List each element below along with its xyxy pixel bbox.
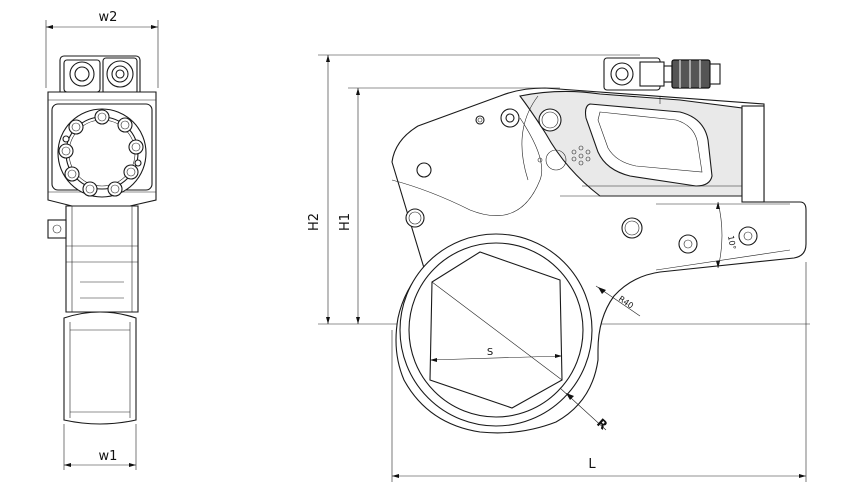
- r40-label: R40: [617, 294, 635, 310]
- side-housing: [47, 91, 157, 207]
- h2-label: H2: [307, 213, 322, 231]
- w2-dimension: w2: [45, 10, 159, 88]
- h1-dimension: H1: [338, 87, 560, 324]
- front-connector: [603, 57, 721, 104]
- h1-label: H1: [338, 213, 353, 231]
- side-lower-body: [47, 205, 139, 313]
- front-view: H2 H1: [307, 54, 810, 482]
- swivel-connector: [59, 55, 141, 97]
- bolt-ring: [58, 109, 144, 197]
- l-dimension: L: [391, 262, 807, 482]
- pin-hole: [475, 115, 485, 125]
- w1-dimension: w1: [63, 424, 137, 470]
- hex-socket: S: [399, 233, 593, 427]
- l-label: L: [588, 457, 596, 472]
- r-label: R: [594, 416, 610, 433]
- side-view: w2: [45, 10, 159, 470]
- s-label: S: [487, 347, 493, 358]
- w1-label: w1: [99, 449, 118, 464]
- side-ratchet-head: [63, 311, 137, 425]
- vent-holes: [571, 145, 591, 166]
- w2-label: w2: [99, 10, 118, 25]
- angle-dimension: 10°: [655, 201, 791, 271]
- angle-label: 10°: [726, 235, 737, 251]
